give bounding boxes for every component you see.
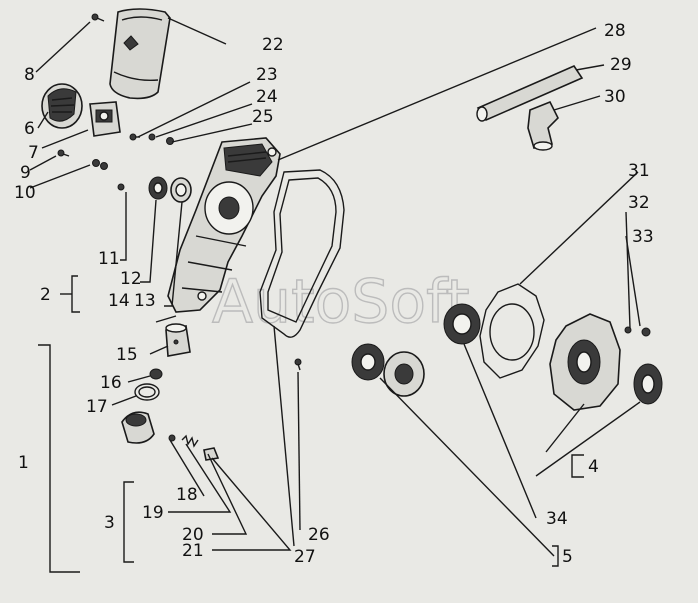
label-1: 1	[18, 453, 29, 473]
breather-hose	[476, 64, 584, 122]
filter-element	[41, 83, 83, 129]
label-24: 24	[256, 87, 278, 107]
label-27: 27	[294, 547, 316, 567]
plug-21	[203, 447, 220, 461]
air-cleaner-cover	[109, 8, 171, 100]
nut-25	[166, 137, 174, 145]
nut-16	[149, 368, 163, 380]
label-31: 31	[628, 161, 650, 181]
label-20: 20	[182, 525, 204, 545]
pump-unit	[121, 411, 155, 444]
gear-cover-plate	[549, 313, 621, 411]
bushing	[165, 323, 191, 357]
screw-26	[294, 358, 302, 371]
label-9: 9	[20, 163, 31, 183]
label-30: 30	[604, 87, 626, 107]
seal-13	[170, 177, 192, 203]
timing-gear-34	[443, 303, 481, 345]
gear-5a	[351, 343, 385, 381]
label-6: 6	[24, 119, 35, 139]
screw-11	[117, 183, 125, 191]
leader-lines	[29, 17, 641, 573]
label-8: 8	[24, 65, 35, 85]
part-labels: 1 2 3 4 5 6 7 8 9 10 11 12 13 14 15 16 1…	[14, 21, 654, 567]
label-33: 33	[632, 227, 654, 247]
label-26: 26	[308, 525, 330, 545]
elbow-fitting	[527, 100, 559, 151]
label-25: 25	[252, 107, 274, 127]
label-28: 28	[604, 21, 626, 41]
label-7: 7	[28, 143, 39, 163]
label-23: 23	[256, 65, 278, 85]
ball-18	[168, 434, 176, 442]
bolt-33	[641, 327, 651, 337]
label-22: 22	[262, 35, 284, 55]
label-17: 17	[86, 397, 108, 417]
carburettor-block	[89, 101, 121, 137]
label-32: 32	[628, 193, 650, 213]
seal-12	[148, 176, 168, 200]
gasket	[259, 169, 345, 338]
label-16: 16	[100, 373, 122, 393]
label-15: 15	[116, 345, 138, 365]
label-11: 11	[98, 249, 120, 269]
label-18: 18	[176, 485, 198, 505]
label-14a: 14	[108, 291, 130, 311]
spring-20	[181, 434, 199, 448]
screw-8	[91, 13, 105, 22]
label-13: 13	[134, 291, 156, 311]
o-ring	[134, 383, 160, 401]
washer-24	[148, 133, 156, 141]
label-34: 34	[546, 509, 568, 529]
label-2: 2	[40, 285, 51, 305]
gasket-ring-31	[479, 283, 545, 379]
label-3: 3	[104, 513, 115, 533]
timing-gear-right	[633, 363, 663, 405]
label-29: 29	[610, 55, 632, 75]
label-4: 4	[588, 457, 599, 477]
washer-32	[624, 326, 632, 334]
nut-10	[92, 159, 108, 170]
label-10: 10	[14, 183, 36, 203]
label-12: 12	[120, 269, 142, 289]
label-21: 21	[182, 541, 204, 561]
label-19: 19	[142, 503, 164, 523]
label-5: 5	[562, 547, 573, 567]
watermark: AutoSoft	[212, 267, 470, 337]
screw-9	[57, 149, 70, 157]
crankcase-cover	[167, 137, 281, 313]
gear-5b	[383, 351, 425, 397]
